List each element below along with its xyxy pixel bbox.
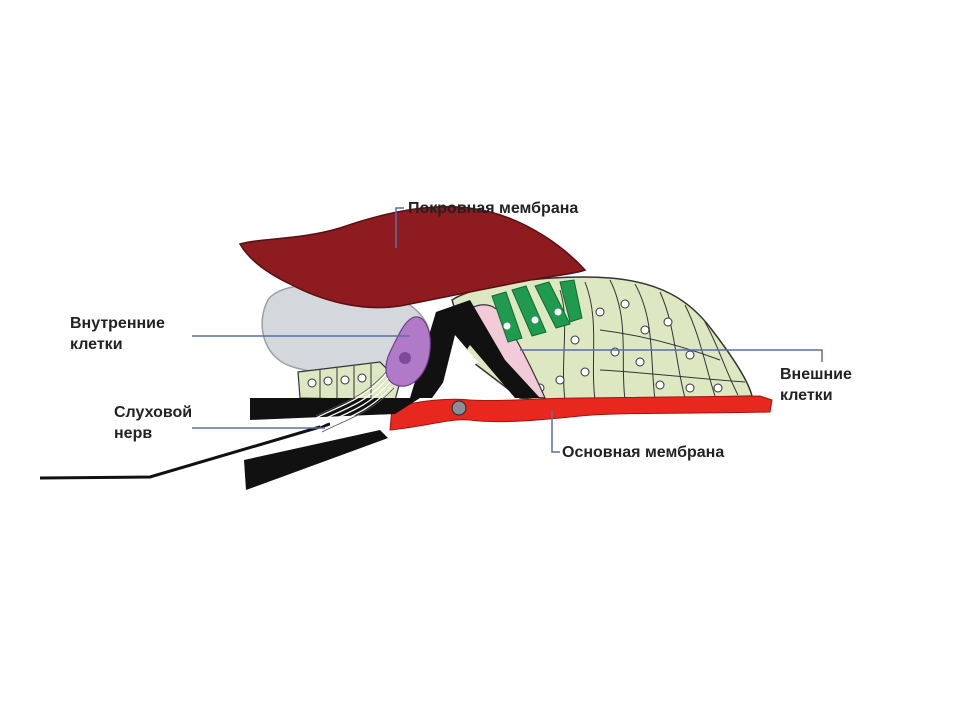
outer-cell-walls	[559, 279, 746, 401]
outer-cell-nuclei	[535, 299, 723, 393]
leader-basilar	[551, 410, 560, 453]
tectorial-membrane	[238, 205, 587, 309]
inner-cell-nuclei	[307, 373, 367, 388]
label-tectorial-membrane: Покровная мембрана	[408, 200, 579, 217]
label-auditory-nerve-line2: нерв	[114, 425, 153, 442]
auditory-nerve-fibers	[315, 373, 393, 431]
label-outer-cells: Внешние клетки	[780, 364, 852, 406]
osseous-spiral-lamina-lower	[244, 430, 388, 490]
label-auditory-nerve: Слуховой нерв	[114, 402, 192, 444]
outer-hair-cells	[491, 279, 583, 343]
label-outer-cells-line2: клетки	[780, 387, 833, 404]
label-inner-cells-line2: клетки	[70, 336, 123, 353]
label-inner-cells: Внутренние клетки	[70, 313, 165, 355]
basilar-vessel	[451, 400, 467, 416]
nerve-fiber-line	[39, 422, 331, 480]
tunnel-of-corti-pillars	[410, 300, 540, 398]
inner-hair-cell	[385, 316, 431, 387]
label-outer-cells-line1: Внешние	[780, 366, 852, 383]
leader-lines	[192, 207, 823, 453]
basilar-membrane	[389, 395, 773, 431]
label-inner-cells-line1: Внутренние	[70, 315, 165, 332]
outer-hair-cell-nuclei	[503, 308, 562, 330]
label-basilar-membrane: Основная мембрана	[562, 444, 725, 461]
label-auditory-nerve-line1: Слуховой	[114, 404, 193, 421]
leader-outer	[520, 349, 823, 362]
inner-hair-cell-nucleus	[399, 352, 411, 364]
leader-tectorial	[395, 207, 404, 248]
